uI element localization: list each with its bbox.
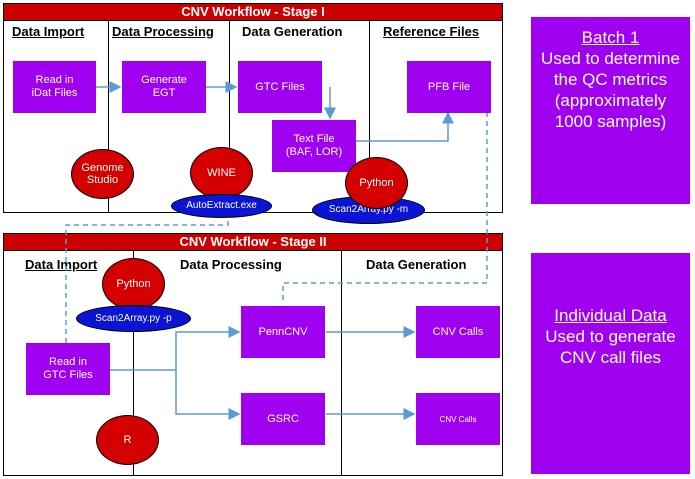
box-text-file: Text File (BAF, LOR) <box>272 120 356 172</box>
dashed-stage1-to-stage2 <box>65 212 229 343</box>
tool-genome-studio: Genome Studio <box>71 149 134 199</box>
tool-autoextract: AutoExtract.exe <box>171 194 272 218</box>
tool-r: R <box>96 415 159 465</box>
stage1-col-reference-files: Reference Files <box>383 24 480 39</box>
batch-panel: Batch 1 Used to determine the QC metrics… <box>531 17 690 204</box>
tool-python-stage1: Python <box>345 157 408 209</box>
tool-python-stage2: Python <box>102 258 165 310</box>
arrow-split-to-penncnv <box>175 326 241 370</box>
stage1-divider-3 <box>369 21 370 213</box>
individual-title: Individual Data <box>554 306 667 325</box>
individual-text: Used to generate CNV call files <box>545 327 676 367</box>
dashed-pfb-to-penncnv <box>282 112 488 304</box>
box-generate-egt: Generate EGT <box>122 61 206 113</box>
stage1-col-data-import: Data Import <box>12 24 85 39</box>
tool-wine: WINE <box>190 147 253 199</box>
box-read-idat: Read in iDat Files <box>13 61 96 113</box>
individual-panel: Individual Data Used to generate CNV cal… <box>531 253 690 474</box>
stage1-divider-1 <box>108 21 109 213</box>
stage1-title: CNV Workflow - Stage I <box>3 3 503 21</box>
stage2-title: CNV Workflow - Stage II <box>3 233 503 251</box>
box-pfb-file: PFB File <box>407 61 491 113</box>
batch-text: Used to determine the QC metrics (approx… <box>541 49 680 131</box>
stage1-col-data-generation: Data Generation <box>242 24 343 39</box>
stage2-col-data-import: Data Import <box>25 257 98 272</box>
arrow-split-to-gsrc <box>175 370 241 420</box>
stage2-divider-2 <box>341 251 342 476</box>
batch-title: Batch 1 <box>581 28 640 47</box>
stage1-divider-2 <box>229 21 230 213</box>
box-penncnv: PennCNV <box>241 306 325 358</box>
box-gtc-files: GTC Files <box>238 61 322 113</box>
box-read-gtc: Read in GTC Files <box>26 343 110 395</box>
box-cnv-calls-2: CNV Calls <box>416 393 500 445</box>
box-gsrc: GSRC <box>241 393 325 445</box>
stage2-col-data-processing: Data Processing <box>180 257 282 272</box>
arrow-text-to-pfb <box>356 111 454 142</box>
tool-scan2array-p: Scan2Array.py -p <box>76 305 191 332</box>
stage1-col-data-processing: Data Processing <box>112 24 214 39</box>
stage2-divider-1 <box>133 251 134 476</box>
stage2-col-data-generation: Data Generation <box>366 257 467 272</box>
box-cnv-calls-1: CNV Calls <box>416 306 500 358</box>
